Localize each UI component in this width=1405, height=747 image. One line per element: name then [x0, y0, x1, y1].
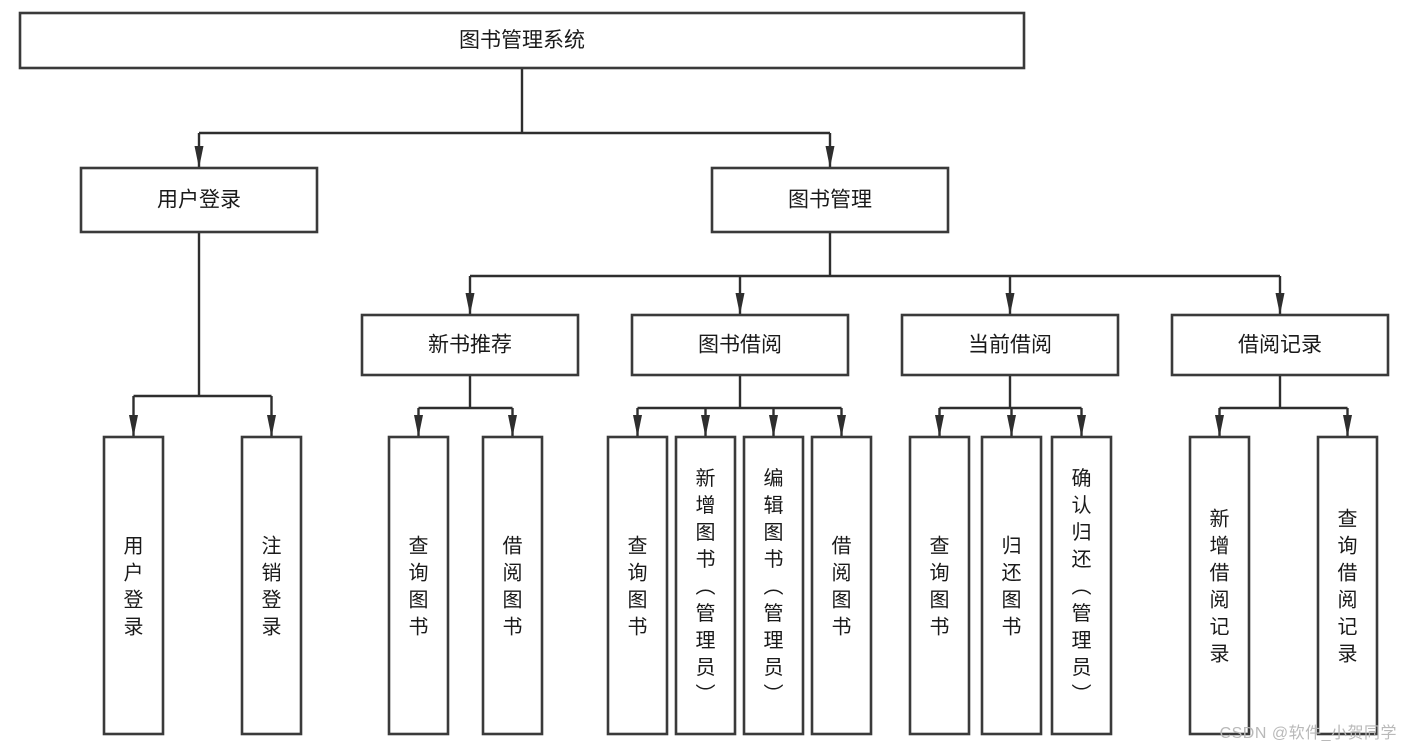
node-box-leaf-query-book[interactable]: [606, 435, 669, 736]
node-label-leaf-query-book: 查询图书: [628, 535, 648, 639]
node-box-root[interactable]: [18, 11, 1026, 70]
node-label-book-manage: 图书管理: [788, 189, 872, 212]
node-leaf-confirm-return[interactable]: 确认归还︵管理员︶: [1050, 435, 1113, 736]
node-new-book-rec[interactable]: 新书推荐: [360, 313, 580, 377]
node-box-book-borrow[interactable]: [630, 313, 850, 377]
node-label-leaf-borrow-book: 借阅图书: [832, 535, 852, 639]
connector-book-manage: [465, 232, 1285, 315]
arrow-head-icon: [1005, 293, 1015, 315]
arrow-head-icon: [129, 415, 138, 437]
arrow-head-icon: [267, 415, 276, 437]
node-box-leaf-add-book[interactable]: [674, 435, 737, 736]
node-label-leaf-query-record: 查询借阅记录: [1338, 508, 1358, 666]
node-box-leaf-borrow-book[interactable]: [810, 435, 873, 736]
node-leaf-user-logout[interactable]: 注销登录: [240, 435, 303, 736]
node-box-leaf-query-record[interactable]: [1316, 435, 1379, 736]
connector-current-borrow: [935, 375, 1086, 437]
node-book-borrow[interactable]: 图书借阅: [630, 313, 850, 377]
node-box-current-borrow[interactable]: [900, 313, 1120, 377]
arrow-head-icon: [194, 146, 204, 168]
node-label-leaf-add-book: 新增图书︵管理员︶: [696, 467, 716, 706]
arrow-head-icon: [1275, 293, 1285, 315]
node-leaf-return-book[interactable]: 归还图书: [980, 435, 1043, 736]
arrow-head-icon: [935, 415, 944, 437]
node-label-leaf-borrow-book-rec: 借阅图书: [503, 535, 523, 639]
node-label-current-borrow: 当前借阅: [968, 334, 1052, 357]
node-leaf-user-login[interactable]: 用户登录: [102, 435, 165, 736]
node-label-leaf-query-book-cur: 查询图书: [930, 535, 950, 639]
connector-user-login: [129, 232, 276, 437]
arrow-head-icon: [1343, 415, 1352, 437]
arrow-head-icon: [735, 293, 745, 315]
connector-new-book-rec: [414, 375, 517, 437]
node-box-user-login[interactable]: [79, 166, 319, 234]
node-leaf-borrow-book-rec[interactable]: 借阅图书: [481, 435, 544, 736]
node-box-leaf-return-book[interactable]: [980, 435, 1043, 736]
node-leaf-edit-book[interactable]: 编辑图书︵管理员︶: [742, 435, 805, 736]
arrow-head-icon: [1215, 415, 1224, 437]
node-box-leaf-user-logout[interactable]: [240, 435, 303, 736]
arrow-head-icon: [633, 415, 642, 437]
node-box-new-book-rec[interactable]: [360, 313, 580, 377]
arrow-head-icon: [769, 415, 778, 437]
node-box-leaf-query-book-rec[interactable]: [387, 435, 450, 736]
node-box-book-manage[interactable]: [710, 166, 950, 234]
arrow-head-icon: [414, 415, 423, 437]
node-label-leaf-edit-book: 编辑图书︵管理员︶: [764, 467, 784, 706]
node-current-borrow[interactable]: 当前借阅: [900, 313, 1120, 377]
node-box-leaf-borrow-book-rec[interactable]: [481, 435, 544, 736]
node-label-borrow-record: 借阅记录: [1238, 334, 1322, 357]
node-label-book-borrow: 图书借阅: [698, 334, 782, 357]
node-box-leaf-user-login[interactable]: [102, 435, 165, 736]
node-leaf-borrow-book[interactable]: 借阅图书: [810, 435, 873, 736]
arrow-head-icon: [465, 293, 475, 315]
node-book-manage[interactable]: 图书管理: [710, 166, 950, 234]
arrow-head-icon: [1007, 415, 1016, 437]
connector-borrow-record: [1215, 375, 1352, 437]
node-leaf-add-record[interactable]: 新增借阅记录: [1188, 435, 1251, 736]
nodes-layer: 图书管理系统用户登录图书管理新书推荐图书借阅当前借阅借阅记录用户登录注销登录查询…: [18, 11, 1390, 736]
node-leaf-query-book[interactable]: 查询图书: [606, 435, 669, 736]
node-box-leaf-edit-book[interactable]: [742, 435, 805, 736]
node-borrow-record[interactable]: 借阅记录: [1170, 313, 1390, 377]
node-box-borrow-record[interactable]: [1170, 313, 1390, 377]
node-leaf-query-record[interactable]: 查询借阅记录: [1316, 435, 1379, 736]
arrow-head-icon: [701, 415, 710, 437]
node-root[interactable]: 图书管理系统: [18, 11, 1026, 70]
node-label-user-login: 用户登录: [157, 189, 241, 212]
node-box-leaf-add-record[interactable]: [1188, 435, 1251, 736]
node-leaf-add-book[interactable]: 新增图书︵管理员︶: [674, 435, 737, 736]
edges-layer: [129, 68, 1352, 437]
node-label-leaf-user-logout: 注销登录: [262, 535, 282, 639]
arrow-head-icon: [837, 415, 846, 437]
arrow-head-icon: [508, 415, 517, 437]
node-label-leaf-add-record: 新增借阅记录: [1210, 508, 1230, 666]
node-label-new-book-rec: 新书推荐: [428, 334, 512, 357]
node-user-login[interactable]: 用户登录: [79, 166, 319, 234]
node-leaf-query-book-rec[interactable]: 查询图书: [387, 435, 450, 736]
arrow-head-icon: [825, 146, 835, 168]
node-leaf-query-book-cur[interactable]: 查询图书: [908, 435, 971, 736]
node-label-leaf-query-book-rec: 查询图书: [409, 535, 429, 639]
node-label-leaf-return-book: 归还图书: [1002, 535, 1022, 639]
node-box-leaf-query-book-cur[interactable]: [908, 435, 971, 736]
node-label-root: 图书管理系统: [459, 29, 585, 52]
node-label-leaf-user-login: 用户登录: [124, 536, 144, 639]
arrow-head-icon: [1077, 415, 1086, 437]
node-box-leaf-confirm-return[interactable]: [1050, 435, 1113, 736]
connector-book-borrow: [633, 375, 846, 437]
node-label-leaf-confirm-return: 确认归还︵管理员︶: [1072, 467, 1092, 706]
connector-root: [194, 68, 835, 168]
